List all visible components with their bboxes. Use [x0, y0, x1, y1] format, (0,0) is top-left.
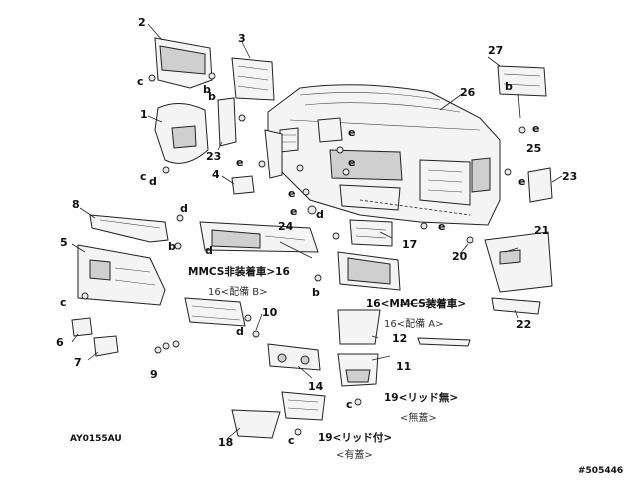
callout-b-5: b — [208, 90, 216, 103]
audio-unit — [349, 219, 393, 247]
callout-7: 7 — [74, 356, 82, 369]
callout-d-1: d — [149, 175, 157, 188]
label-lid-none: 19<リッド無> — [384, 391, 458, 404]
callout-24: 24 — [278, 220, 294, 233]
tray-no-lid — [337, 353, 379, 387]
callout-b-1: b — [203, 83, 211, 96]
callout-c-1: c — [137, 75, 144, 88]
label-fitting-b: 16<配備 B> — [208, 285, 268, 298]
knee-panel — [77, 244, 166, 306]
callout-22: 22 — [516, 318, 531, 331]
figure-code: AY0155AU — [70, 434, 122, 444]
callout-8: 8 — [72, 198, 80, 211]
callout-1: 1 — [140, 108, 148, 121]
label-mmcs-fitted: 16<MMCS装着車> — [366, 297, 466, 310]
tray-with-lid — [281, 391, 326, 421]
lower-bracket — [89, 214, 169, 243]
small-switch-panel — [71, 317, 93, 337]
console-lid — [231, 409, 281, 439]
label-no-cover: <無蓋> — [400, 411, 437, 424]
callout-e-2: e — [288, 187, 295, 200]
callout-25: 25 — [526, 142, 541, 155]
display-bezel — [337, 309, 381, 345]
callout-e-5: e — [290, 205, 297, 218]
label-lid-with: 19<リッド付> — [318, 431, 392, 444]
callout-6: 6 — [56, 336, 64, 349]
callout-12: 12 — [392, 332, 407, 345]
instrument-panel-body — [264, 84, 501, 226]
leader-lines — [71, 23, 563, 439]
callout-27: 27 — [488, 44, 503, 57]
callout-c-5: c — [140, 170, 147, 183]
callout-9: 9 — [150, 368, 158, 381]
callout-e-6: e — [518, 175, 525, 188]
glove-box — [484, 231, 553, 293]
callout-d-5: d — [316, 208, 324, 221]
callout-d-3: d — [236, 325, 244, 338]
trim-strip — [417, 337, 471, 347]
callout-14: 14 — [308, 380, 324, 393]
callout-26: 26 — [460, 86, 476, 99]
glove-box-lower — [491, 297, 541, 315]
callout-20: 20 — [452, 250, 468, 263]
callout-2: 2 — [138, 16, 146, 29]
callout-e-7: e — [532, 122, 539, 135]
callout-b-4: b — [505, 80, 513, 93]
callout-b-2: b — [168, 240, 176, 253]
callout-c-2: c — [60, 296, 67, 309]
label-fitting-a: 16<配備 A> — [384, 317, 444, 330]
callout-23-right: 23 — [562, 170, 577, 183]
callout-23-left: 23 — [206, 150, 221, 163]
callout-c-3: c — [346, 398, 353, 411]
callout-21: 21 — [534, 224, 549, 237]
center-panel-mmcs — [337, 251, 401, 291]
callout-3: 3 — [238, 32, 246, 45]
console-bracket — [184, 297, 246, 327]
air-duct — [497, 65, 547, 119]
meter-hood — [154, 37, 213, 89]
center-panel-upper — [199, 221, 319, 253]
label-with-cover: <有蓋> — [336, 448, 373, 461]
callout-c-4: c — [288, 434, 295, 447]
center-cluster-panel — [231, 57, 275, 101]
label-mmcs-not-fitted: MMCS非装着車>16 — [188, 265, 290, 278]
callout-e-1: e — [236, 156, 243, 169]
callout-18: 18 — [218, 436, 233, 449]
callout-4: 4 — [212, 168, 220, 181]
small-box — [93, 335, 119, 357]
callout-11: 11 — [396, 360, 411, 373]
fasteners — [81, 72, 526, 436]
callout-17: 17 — [402, 238, 417, 251]
image-number: #505446 — [578, 466, 623, 476]
callout-d-4: d — [205, 244, 213, 257]
callout-5: 5 — [60, 236, 68, 249]
callout-b-3: b — [312, 286, 320, 299]
callout-e-3: e — [348, 126, 355, 139]
side-cover-right — [527, 167, 553, 203]
heater-control — [267, 343, 321, 371]
switch-bezel — [231, 175, 255, 195]
column-cover — [154, 103, 209, 164]
callout-e-8: e — [438, 220, 445, 233]
callout-e-4: e — [348, 156, 355, 169]
callout-10: 10 — [262, 306, 278, 319]
callout-d-2: d — [180, 202, 188, 215]
side-cover-left — [217, 97, 237, 147]
